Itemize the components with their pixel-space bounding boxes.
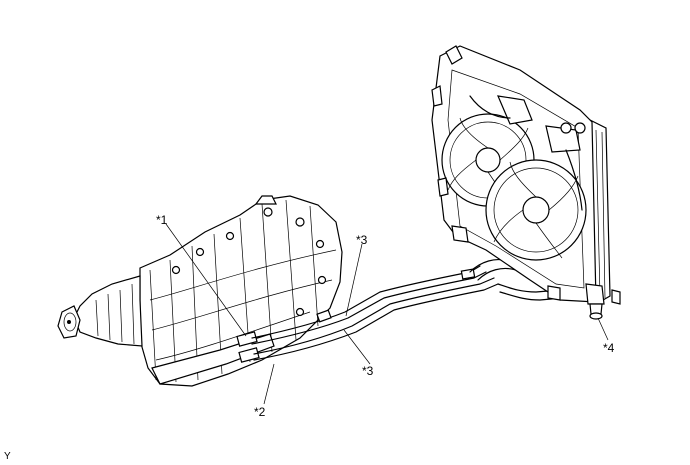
callout-4: *4 [603,341,615,355]
callout-2: *2 [254,405,266,419]
oil-cooler-tubes [251,259,563,361]
figure-code: Y [4,451,11,462]
callout-3-upper: *3 [356,233,368,247]
transmission-assembly [57,195,343,387]
callout-1: *1 [156,213,168,227]
callout-3-lower: *3 [362,364,374,378]
radiator-assembly [431,45,621,320]
leader-lines [165,223,609,405]
